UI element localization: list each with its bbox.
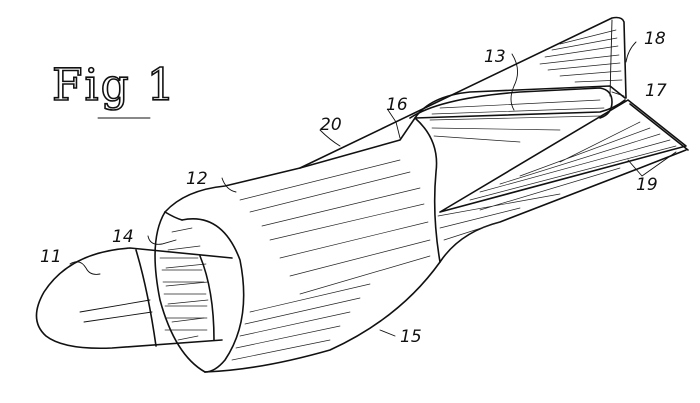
label-15: 15	[400, 327, 422, 347]
label-18: 18	[644, 29, 666, 49]
fuselage	[164, 85, 687, 373]
nose-cone	[35, 247, 233, 350]
label-13: 13	[484, 47, 506, 67]
label-16: 16	[386, 95, 408, 115]
figure-title: Fig 1	[52, 60, 177, 111]
label-20: 20	[320, 115, 342, 135]
lower-fin	[439, 99, 689, 213]
upper-fin	[299, 16, 627, 169]
label-12: 12	[186, 169, 208, 189]
inlet-duct	[154, 211, 245, 373]
leader-lines	[69, 41, 677, 337]
wing-pod	[409, 87, 613, 119]
label-14: 14	[112, 227, 134, 247]
label-17: 17	[645, 81, 667, 101]
label-11: 11	[40, 247, 62, 267]
label-19: 19	[636, 175, 658, 195]
